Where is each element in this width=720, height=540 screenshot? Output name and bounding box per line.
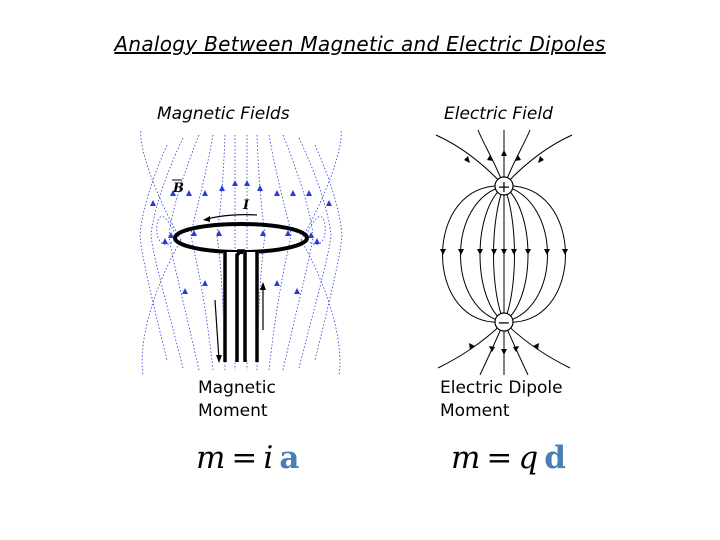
minus-charge-sign: −: [497, 313, 510, 332]
magnetic-dipole-figure: B I: [139, 130, 343, 375]
formula-equals: =: [486, 440, 513, 476]
magnetic-moment-caption: Magnetic Moment: [198, 377, 318, 423]
formula-m: m: [451, 440, 481, 476]
formula-displacement-vector: d: [544, 440, 566, 476]
plus-charge-sign: +: [497, 177, 510, 196]
magnetic-fields-heading: Magnetic Fields: [157, 104, 290, 124]
electric-field-heading: Electric Field: [444, 104, 553, 124]
electric-caption-line1: Electric Dipole: [440, 378, 563, 398]
magnetic-caption-line1: Magnetic: [198, 378, 276, 398]
page-title: Analogy Between Magnetic and Electric Di…: [114, 32, 606, 56]
formula-m: m: [196, 440, 226, 476]
magnetic-caption-line2: Moment: [198, 401, 268, 421]
formula-area-vector: a: [279, 440, 300, 476]
electric-dipole-figure: + −: [435, 130, 573, 375]
formula-i: i: [263, 440, 274, 476]
label-B: B: [172, 181, 184, 196]
formula-equals: =: [231, 440, 258, 476]
electric-caption-line2: Moment: [440, 401, 510, 421]
label-I: I: [242, 198, 250, 213]
electric-moment-caption: Electric Dipole Moment: [440, 377, 620, 423]
formula-q: q: [518, 440, 539, 476]
